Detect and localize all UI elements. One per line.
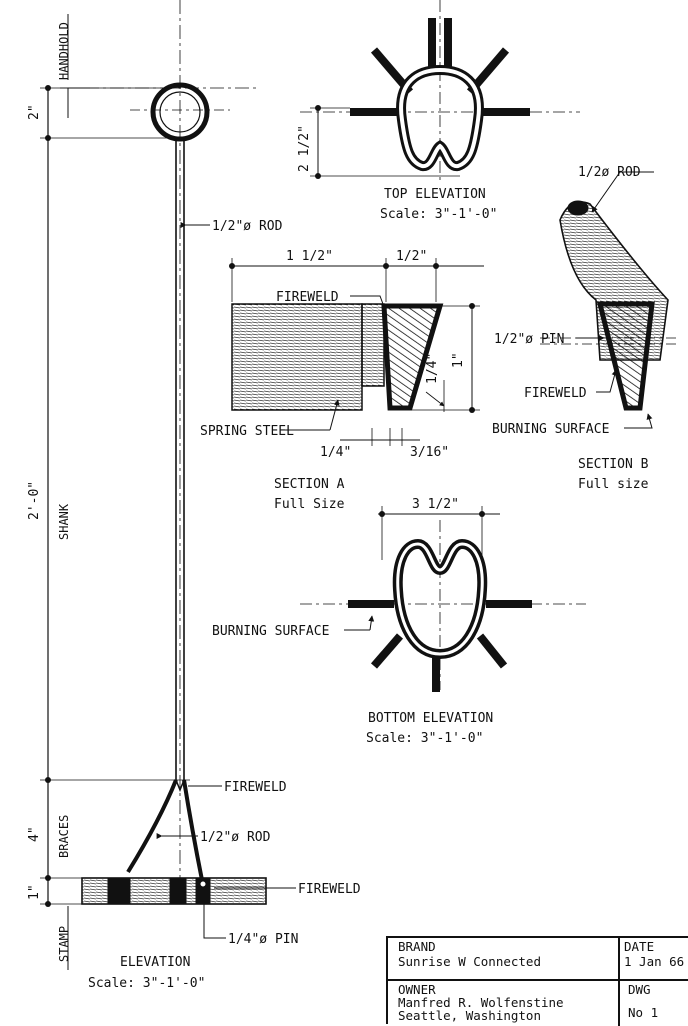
- date-value: 1 Jan 66: [624, 954, 685, 969]
- dim-1in-stamp: 1": [27, 884, 42, 900]
- dim-3-16: 3/16": [410, 445, 449, 460]
- brand-cell: BRAND Sunrise W Connected: [388, 938, 620, 981]
- shank-label: SHANK: [57, 503, 71, 540]
- section-a-title: SECTION A: [274, 477, 345, 492]
- fireweld-base-label: FIREWELD: [298, 882, 361, 897]
- bottom-elevation-scale: Scale: 3"-1'-0": [366, 731, 483, 746]
- elevation-title: ELEVATION: [120, 955, 190, 970]
- dim-1half: 1 1/2": [286, 249, 333, 264]
- top-elevation-title: TOP ELEVATION: [384, 187, 486, 202]
- rod-brace-label: 1/2"ø ROD: [200, 830, 271, 845]
- braces-label: BRACES: [57, 815, 71, 858]
- dim-1in-section: 1": [451, 352, 466, 368]
- dwg-header: DWG: [628, 982, 651, 997]
- rod-shank-label: 1/2"ø ROD: [212, 219, 283, 234]
- elevation-view: [40, 0, 296, 970]
- spring-steel-label: SPRING STEEL: [200, 424, 294, 439]
- bottom-elevation-title: BOTTOM ELEVATION: [368, 711, 493, 726]
- fireweld-b-label: FIREWELD: [524, 386, 587, 401]
- section-b-subtitle: Full size: [578, 477, 649, 492]
- fireweld-a-label: FIREWELD: [276, 290, 339, 305]
- burning-surface-b-label: BURNING SURFACE: [492, 422, 609, 437]
- fireweld-top-label: FIREWELD: [224, 780, 287, 795]
- owner-name: Manfred R. Wolfenstine: [398, 995, 564, 1010]
- section-b-title: SECTION B: [578, 457, 649, 472]
- handhold-label: HANDHOLD: [57, 22, 71, 80]
- section-a-view: [229, 258, 484, 446]
- dim-2ft-shank: 2'-0": [27, 481, 42, 520]
- brand-value: Sunrise W Connected: [398, 954, 541, 969]
- bottom-elevation-view: [300, 506, 586, 692]
- elevation-scale: Scale: 3"-1'-0": [88, 976, 205, 991]
- owner-location: Seattle, Washington: [398, 1008, 541, 1023]
- dim-2in-handhold: 2": [27, 104, 42, 120]
- dim-quarter-vertical: 1/4": [425, 353, 440, 384]
- owner-header: OWNER: [398, 982, 436, 997]
- dim-quarter-horizontal: 1/4": [320, 445, 351, 460]
- dim-2half-top: 2 1/2": [297, 125, 312, 172]
- brand-header: BRAND: [398, 939, 436, 954]
- dim-half: 1/2": [396, 249, 427, 264]
- owner-cell: OWNER Manfred R. Wolfenstine Seattle, Wa…: [388, 981, 620, 1026]
- dwg-cell: DWG No 1: [620, 981, 688, 1026]
- pin-base-label: 1/4"ø PIN: [228, 932, 298, 947]
- rod-b-label: 1/2ø ROD: [578, 165, 641, 180]
- dwg-value: No 1: [628, 1005, 659, 1020]
- section-b-view: [540, 171, 676, 429]
- dim-3half: 3 1/2": [412, 497, 459, 512]
- date-header: DATE: [624, 939, 655, 954]
- stamp-label: STAMP: [57, 926, 71, 962]
- top-elevation-scale: Scale: 3"-1'-0": [380, 207, 497, 222]
- section-a-subtitle: Full Size: [274, 497, 345, 512]
- pin-b-label: 1/2"ø PIN: [494, 332, 564, 347]
- dim-4in-braces: 4": [27, 826, 42, 842]
- top-elevation-view: [300, 0, 580, 180]
- title-block: BRAND Sunrise W Connected DATE 1 Jan 66 …: [386, 936, 688, 1026]
- burning-surface-bottom-label: BURNING SURFACE: [212, 624, 329, 639]
- date-cell: DATE 1 Jan 66: [620, 938, 688, 981]
